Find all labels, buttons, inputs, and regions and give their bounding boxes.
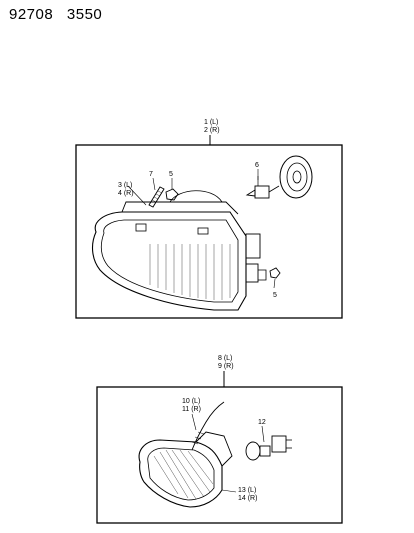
label-part-3: 3 (L) [118, 182, 132, 189]
label-part-12: 12 [258, 419, 266, 426]
diagram-code-secondary: 3550 [66, 6, 103, 23]
callout-label-2: 2 (R) [204, 127, 220, 134]
nut-part-5-lower [269, 267, 281, 279]
label-part-5-lower: 5 [273, 292, 277, 299]
corner-bulb-part-12 [245, 435, 292, 461]
label-part-14: 14 (R) [238, 495, 257, 502]
label-part-10: 10 (L) [182, 398, 200, 405]
headlamp-housing [91, 190, 267, 311]
wiring-harness-part-10 [191, 401, 225, 451]
label-part-13: 13 (L) [238, 487, 256, 494]
label-part-4: 4 (R) [118, 190, 134, 197]
label-part-6: 6 [255, 162, 259, 169]
label-part-11: 11 (R) [182, 406, 201, 413]
callout-label-8: 8 (L) [218, 355, 232, 362]
corner-lamp-assembly-group: 8 (L) 9 (R) [96, 355, 343, 524]
nut-part-5-upper [165, 188, 179, 201]
label-part-7: 7 [149, 171, 153, 178]
diagram-code-primary: 92708 [9, 6, 54, 23]
callout-label-9: 9 (R) [218, 363, 234, 370]
corner-lamp-housing [138, 431, 233, 508]
adjusting-screw-part-7 [148, 186, 165, 208]
callout-label-1: 1 (L) [204, 119, 218, 126]
headlamp-assembly-group: 1 (L) 2 (R) [75, 119, 343, 319]
label-part-5-upper: 5 [169, 171, 173, 178]
corner-lamp-frame [96, 386, 343, 524]
diagram-header: 92708 3550 [9, 6, 111, 23]
headlamp-frame [75, 144, 343, 319]
